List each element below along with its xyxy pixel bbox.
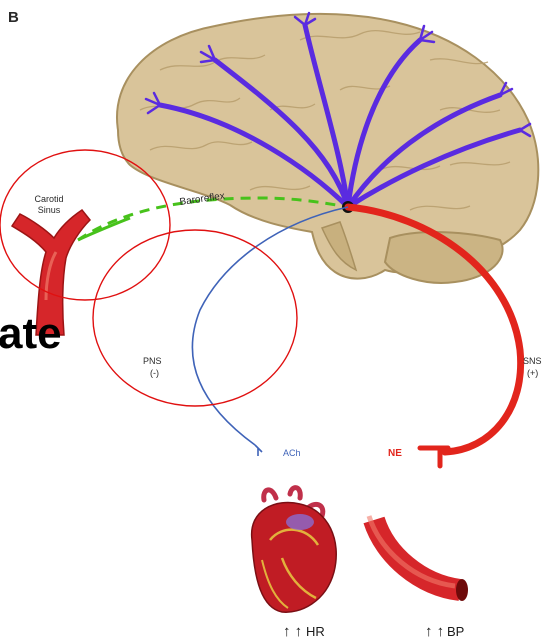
sns-label-line2: (+): [527, 368, 538, 378]
baroreflex-label: Baroreflex: [179, 191, 226, 208]
heart-illustration: [252, 488, 337, 613]
pns-terminal: [255, 445, 262, 456]
carotid-label-line1: Carotid: [34, 194, 63, 204]
partial-word-text: ate: [0, 309, 62, 358]
ach-label: ACh: [283, 448, 301, 458]
ne-label: NE: [388, 448, 402, 459]
bp-label: BP: [447, 624, 464, 639]
hr-arrows: ↑ ↑: [283, 623, 302, 640]
pns-label-line1: PNS: [143, 356, 162, 366]
panel-label: B: [8, 9, 19, 26]
blood-vessel-illustration: [369, 516, 468, 601]
bp-arrows: ↑ ↑: [425, 623, 444, 640]
annotation-circle-pns: [93, 230, 297, 406]
sns-label-line1: SNS: [523, 356, 542, 366]
pns-label-line2: (-): [150, 368, 159, 378]
hr-label: HR: [306, 624, 325, 639]
brain-illustration: [117, 14, 538, 283]
carotid-label-line2: Sinus: [38, 205, 61, 215]
